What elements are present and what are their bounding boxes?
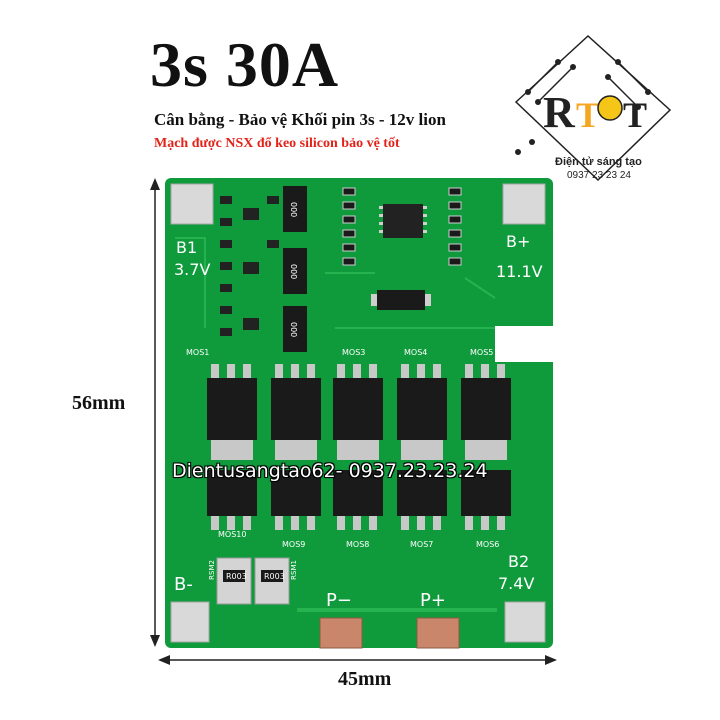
label-b1: B1 xyxy=(176,238,198,257)
label-rsm1: RSM1 xyxy=(290,560,298,580)
chip-code-2: 000 xyxy=(289,264,298,280)
pad-b1-top xyxy=(170,183,214,225)
label-bplus: B+ xyxy=(506,232,531,251)
label-mos4: MOS4 xyxy=(404,348,428,357)
label-mos9: MOS9 xyxy=(282,540,306,549)
svg-text:T: T xyxy=(576,95,600,135)
product-title: 3s 30A xyxy=(150,29,340,100)
product-note: Mạch được NSX đổ keo silicon bảo vệ tốt xyxy=(154,136,400,151)
label-mos7: MOS7 xyxy=(410,540,434,549)
label-mos1: MOS1 xyxy=(186,348,210,357)
label-b2-voltage: 7.4V xyxy=(498,574,535,593)
chip-1 xyxy=(283,186,307,232)
pad-p-plus xyxy=(416,617,460,649)
label-bminus: B- xyxy=(174,574,193,595)
label-mos10: MOS10 xyxy=(218,530,247,539)
ic-u1 xyxy=(383,204,423,238)
label-p-minus: P− xyxy=(326,590,352,611)
chip-2 xyxy=(283,248,307,294)
label-p-plus: P+ xyxy=(420,590,446,611)
label-mos8: MOS8 xyxy=(346,540,370,549)
label-b2: B2 xyxy=(508,552,530,571)
shunt-code-2: R003 xyxy=(264,572,285,581)
watermark-text: Dientusangtao62- 0937.23.23.24 xyxy=(172,460,488,482)
chip-3 xyxy=(283,306,307,352)
svg-text:R: R xyxy=(543,88,576,137)
pad-bplus xyxy=(502,183,546,225)
pad-p-minus xyxy=(319,617,363,649)
label-rsm2: RSM2 xyxy=(208,560,216,580)
height-dimension: 56mm xyxy=(72,392,126,414)
mosfet-row-bottom xyxy=(207,470,511,516)
diode-d2 xyxy=(377,290,425,310)
pad-bminus xyxy=(170,601,210,643)
label-mos6: MOS6 xyxy=(476,540,500,549)
product-subtitle: Cân bằng - Bảo vệ Khối pin 3s - 12v lion xyxy=(154,110,446,129)
label-b1-voltage: 3.7V xyxy=(174,260,211,279)
label-mos5: MOS5 xyxy=(470,348,494,357)
pcb-board xyxy=(165,178,555,649)
label-mos3: MOS3 xyxy=(342,348,366,357)
shunt-code-1: R003 xyxy=(226,572,247,581)
width-dimension: 45mm xyxy=(338,668,392,690)
chip-code-1: 000 xyxy=(289,202,298,218)
logo-name: Điện tử sáng tạo xyxy=(555,156,642,168)
pad-b2 xyxy=(504,601,546,643)
chip-code-3: 000 xyxy=(289,322,298,338)
label-bplus-voltage: 11.1V xyxy=(496,262,543,281)
mosfet-row-top xyxy=(207,378,511,460)
brand-logo: R T T xyxy=(514,34,672,182)
logo-phone: 0937 23 23 24 xyxy=(567,170,631,181)
svg-text:T: T xyxy=(623,95,647,135)
